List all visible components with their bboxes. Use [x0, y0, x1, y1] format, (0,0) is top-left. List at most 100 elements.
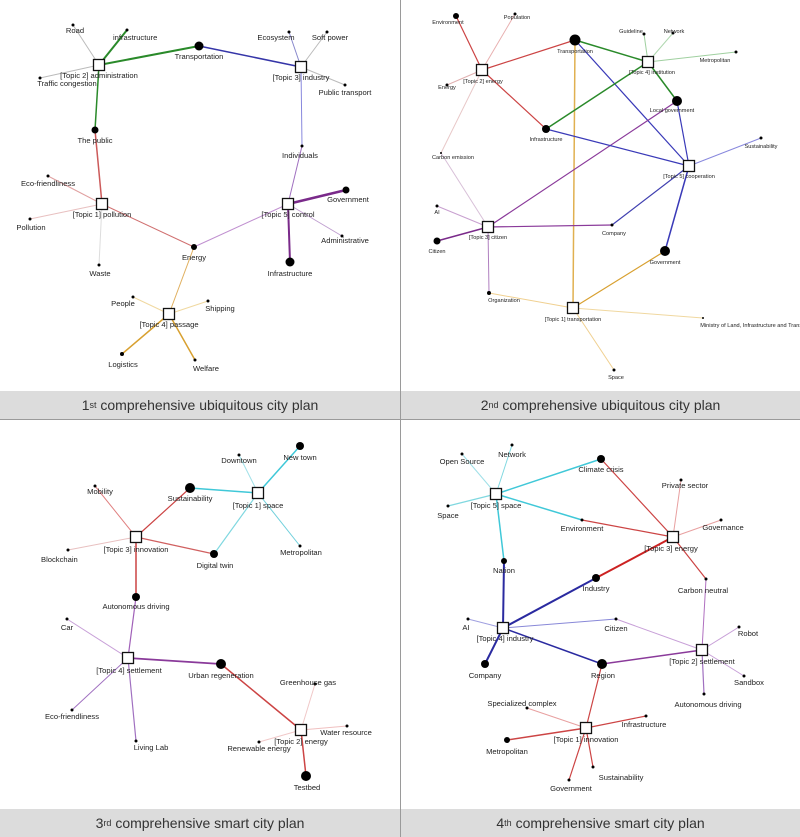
word-node-softpower — [325, 30, 329, 34]
edge-localgov-t3 — [487, 100, 678, 228]
edge-t5-nation — [495, 493, 505, 562]
edge-t3-digitaltwin — [135, 536, 215, 555]
topic-node-t5 — [281, 197, 295, 211]
word-node-logistics — [120, 352, 124, 356]
edge-t4-shipping — [168, 300, 209, 315]
edge-t1-metropolitan — [257, 492, 301, 547]
word-node-region — [597, 659, 607, 669]
edge-organization-t1 — [488, 292, 574, 309]
node-label-waste: Waste — [89, 269, 110, 278]
edge-t3-governance — [672, 519, 722, 538]
edge-transport-t3 — [198, 45, 302, 68]
word-node-sandbox — [742, 674, 746, 678]
edge-t5-energy — [193, 203, 289, 248]
node-label-energy: Energy — [438, 85, 456, 91]
edge-industry-t4 — [502, 577, 597, 629]
horizontal-divider — [0, 419, 800, 420]
edge-t4-car — [66, 618, 129, 659]
node-label-livinglab: Living Lab — [134, 743, 169, 752]
edge-t5-opensource — [461, 453, 497, 495]
edge-t2-citizen — [615, 618, 703, 651]
node-label-ecofriendly: Eco-friendliness — [45, 712, 99, 721]
node-label-population: Population — [504, 15, 530, 21]
edge-t2-transportation — [481, 39, 576, 71]
word-node-guideline — [642, 32, 646, 36]
word-node-urbanregen — [216, 659, 226, 669]
edge-t2-transport — [98, 45, 200, 66]
caption-text: comprehensive smart city plan — [115, 815, 305, 831]
node-label-industry: Industry — [582, 584, 609, 593]
topic-node-t3 — [666, 530, 680, 544]
node-label-metropolitan: Metropolitan — [280, 548, 322, 557]
word-node-metropolitan — [504, 737, 510, 743]
edge-t2-robot — [701, 626, 740, 651]
node-label-organization: Organization — [488, 298, 520, 304]
word-node-carbon — [704, 577, 708, 581]
edge-t3-ai — [436, 205, 489, 228]
edge-t1-space — [572, 307, 615, 371]
topic-node-t1 — [579, 721, 593, 735]
node-label-logistics: Logistics — [108, 360, 138, 369]
topic-node-t3 — [481, 220, 495, 234]
node-label-energy: Energy — [182, 253, 206, 262]
node-label-carbon: Carbon neutral — [678, 586, 729, 595]
edge-t3-blockchain — [67, 536, 137, 551]
edge-transportation-t4 — [574, 39, 649, 63]
caption-text: comprehensive smart city plan — [515, 815, 705, 831]
node-label-t1: [Topic 1] space — [233, 501, 284, 510]
node-label-localgov: Local government — [650, 108, 695, 114]
edge-t1-specialized — [526, 707, 587, 729]
edge-t1-waste — [98, 203, 103, 266]
topic-node-t2 — [695, 643, 709, 657]
node-label-pubtrans: Public transport — [319, 88, 373, 97]
node-label-downtown: Downtown — [221, 456, 256, 465]
word-node-livinglab — [134, 739, 138, 743]
node-label-citizen: Citizen — [428, 249, 445, 255]
edge-t2-traffic — [39, 64, 100, 79]
word-node-environment — [580, 518, 584, 522]
node-label-t3: [Topic 3] citizen — [469, 235, 507, 241]
word-node-ecofriendly — [46, 174, 50, 178]
node-label-space: Space — [437, 511, 459, 520]
node-label-government: Government — [550, 784, 593, 793]
edge-t1-metropolitan — [506, 727, 587, 741]
topic-node-t4 — [641, 55, 655, 69]
network-diagram-2: [Topic 2] energy[Topic 4] institution[To… — [428, 12, 800, 381]
node-label-robot: Robot — [738, 629, 759, 638]
word-node-sustainability — [759, 136, 763, 140]
node-label-people: People — [111, 299, 135, 308]
edge-t2-infrastructure — [481, 69, 547, 130]
word-node-transportation — [569, 34, 581, 46]
edge-t1-ecofriendly — [47, 175, 103, 205]
edge-carbon-t3 — [440, 152, 489, 228]
node-label-region: Region — [591, 671, 615, 680]
node-label-infra1: infrastructure — [113, 33, 157, 42]
node-label-t5: [Topic 5] space — [471, 501, 522, 510]
edge-t5-space — [447, 493, 497, 507]
word-node-population — [513, 12, 517, 16]
edge-t3-industry — [595, 536, 674, 579]
edge-t3-citizen — [436, 226, 489, 242]
node-label-guideline: Guideline — [619, 29, 643, 35]
topic-node-t5 — [682, 159, 696, 173]
topic-node-t2 — [294, 723, 308, 737]
node-label-privatesector: Private sector — [662, 481, 709, 490]
word-node-government — [567, 778, 571, 782]
word-node-autonomous — [132, 593, 140, 601]
edge-public-t1 — [94, 129, 103, 205]
word-node-individuals — [300, 144, 304, 148]
node-label-administrative: Administrative — [321, 236, 369, 245]
edge-t1-infrastructure — [585, 715, 647, 729]
word-node-opensource — [460, 452, 464, 456]
node-label-greenhouse: Greenhouse gas — [280, 678, 336, 687]
node-label-urbanregen: Urban regeneration — [188, 671, 253, 680]
edge-transportation-t5 — [574, 39, 690, 167]
word-node-government — [342, 186, 350, 194]
edge-t1-sustainability — [585, 727, 594, 768]
caption-ordinal: 3 — [95, 815, 104, 831]
caption-text: comprehensive ubiquitous city plan — [502, 397, 721, 413]
edge-t5-sustainability — [688, 137, 762, 167]
edge-climate-t3 — [600, 458, 674, 538]
word-node-energy — [191, 244, 197, 250]
